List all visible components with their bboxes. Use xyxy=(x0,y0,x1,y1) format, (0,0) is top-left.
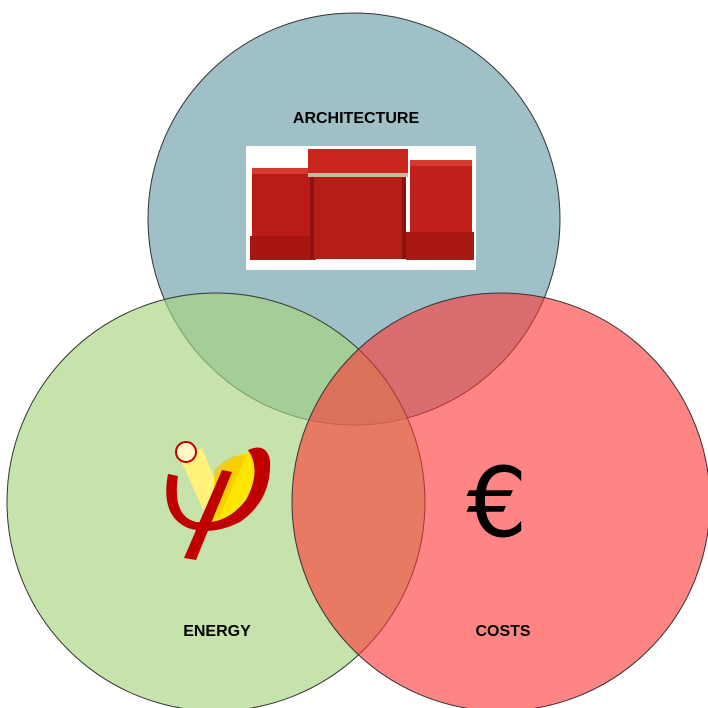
energy-label: ENERGY xyxy=(183,623,251,640)
architecture-label: ARCHITECTURE xyxy=(293,110,420,127)
costs-circle xyxy=(291,292,708,708)
energy-logo-icon xyxy=(166,441,271,560)
architecture-image xyxy=(246,146,476,270)
costs-label: COSTS xyxy=(475,623,530,640)
euro-symbol: € xyxy=(466,447,527,559)
